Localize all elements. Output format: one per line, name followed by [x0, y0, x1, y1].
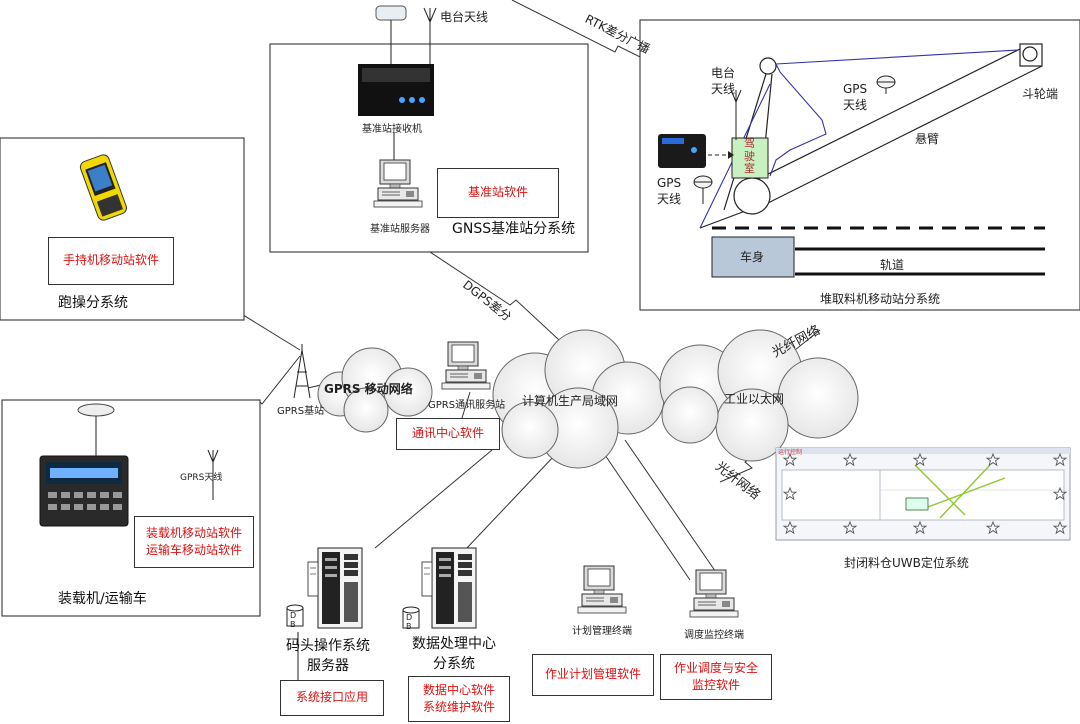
- stacker-radio-antenna-icon: [730, 89, 742, 140]
- gprs-cloud: [317, 347, 433, 433]
- stacker-system-title: 堆取料机移动站分系统: [820, 292, 941, 306]
- gnss-radio-antenna-label: 电台天线: [440, 10, 489, 24]
- handheld-software-box: 手持机移动站软件: [48, 237, 174, 285]
- gnss-antenna-icon: [375, 5, 407, 64]
- gprs-antenna-icon: [207, 449, 219, 500]
- radio-antenna-icon: [423, 7, 437, 64]
- ethernet-label: 工业以太网: [724, 392, 785, 406]
- wharf-server-icon: [307, 547, 363, 629]
- gprs-tower-icon: [293, 344, 311, 399]
- handheld-device-icon: [79, 154, 127, 221]
- stacker-drawing: [699, 43, 1043, 229]
- datacenter-title: 数据处理中心 分系统: [412, 636, 496, 673]
- gps-antenna-left-label: GPS 天线: [657, 176, 682, 206]
- db-label-wharf: D B: [290, 611, 297, 629]
- comm-server-label: GPRS通讯服务站: [428, 400, 506, 411]
- wharf-software-box: 系统接口应用: [280, 680, 384, 716]
- vehicle-terminal-icon: [39, 455, 129, 527]
- base-receiver-label: 基准站接收机: [362, 124, 422, 135]
- base-software-box: 基准站软件: [437, 168, 559, 218]
- bucket-end-label: 斗轮端: [1022, 87, 1059, 101]
- uwb-system-title: 封闭料仓UWB定位系统: [844, 556, 969, 570]
- plan-terminal-icon: [577, 565, 627, 614]
- db-label-datacenter: D B: [406, 613, 413, 631]
- gprs-antenna-label: GPRS天线: [180, 473, 223, 483]
- gnss-system-title: GNSS基准站分系统: [452, 221, 576, 237]
- uwb-tag-label: 运行控制: [778, 449, 803, 456]
- loader-system-title: 装载机/运输车: [58, 591, 147, 607]
- wharf-server-title: 码头操作系统 服务器: [286, 638, 370, 675]
- comm-server-icon: [441, 341, 491, 390]
- dispatch-terminal-label: 调度监控终端: [684, 630, 744, 641]
- boom-label: 悬臂: [915, 132, 940, 146]
- track-rail-label: 轨道: [880, 258, 905, 272]
- loader-antenna-dome-icon: [77, 403, 115, 456]
- datacenter-server-icon: [421, 547, 477, 629]
- comm-software-box: 通讯中心软件: [396, 418, 500, 450]
- track-system-frame: [0, 137, 245, 321]
- cab-box: [731, 137, 769, 179]
- car-body-label: 车身: [740, 250, 765, 264]
- lan-cloud: [492, 329, 665, 469]
- gps-antenna-top-label: GPS 天线: [843, 82, 868, 112]
- dispatch-software-box: 作业调度与安全 监控软件: [660, 654, 772, 700]
- rover-receiver-icon: [658, 134, 706, 168]
- plan-software-box: 作业计划管理软件: [532, 654, 654, 696]
- dispatch-terminal-icon: [689, 569, 739, 618]
- gprs-network-label: GPRS 移动网络: [324, 382, 413, 396]
- db-icon-wharf: [286, 604, 304, 627]
- uwb-panel: [775, 447, 1071, 541]
- loader-software-box: 装载机移动站软件 运输车移动站软件: [134, 516, 254, 568]
- plan-terminal-label: 计划管理终端: [572, 626, 632, 637]
- base-receiver-icon: [358, 64, 434, 116]
- car-body: [711, 236, 795, 278]
- lan-label: 计算机生产局域网: [522, 394, 619, 408]
- ethernet-cloud: [659, 329, 859, 462]
- gprs-base-label: GPRS基站: [277, 406, 325, 417]
- track-system-title: 跑操分系统: [58, 295, 128, 311]
- base-server-label: 基准站服务器: [370, 224, 430, 235]
- cab-label: 驾 驶 室: [744, 137, 755, 176]
- db-icon-datacenter: [402, 606, 420, 629]
- stacker-radio-antenna-label: 电台 天线: [711, 66, 736, 96]
- datacenter-software-box: 数据中心软件 系统维护软件: [408, 676, 510, 722]
